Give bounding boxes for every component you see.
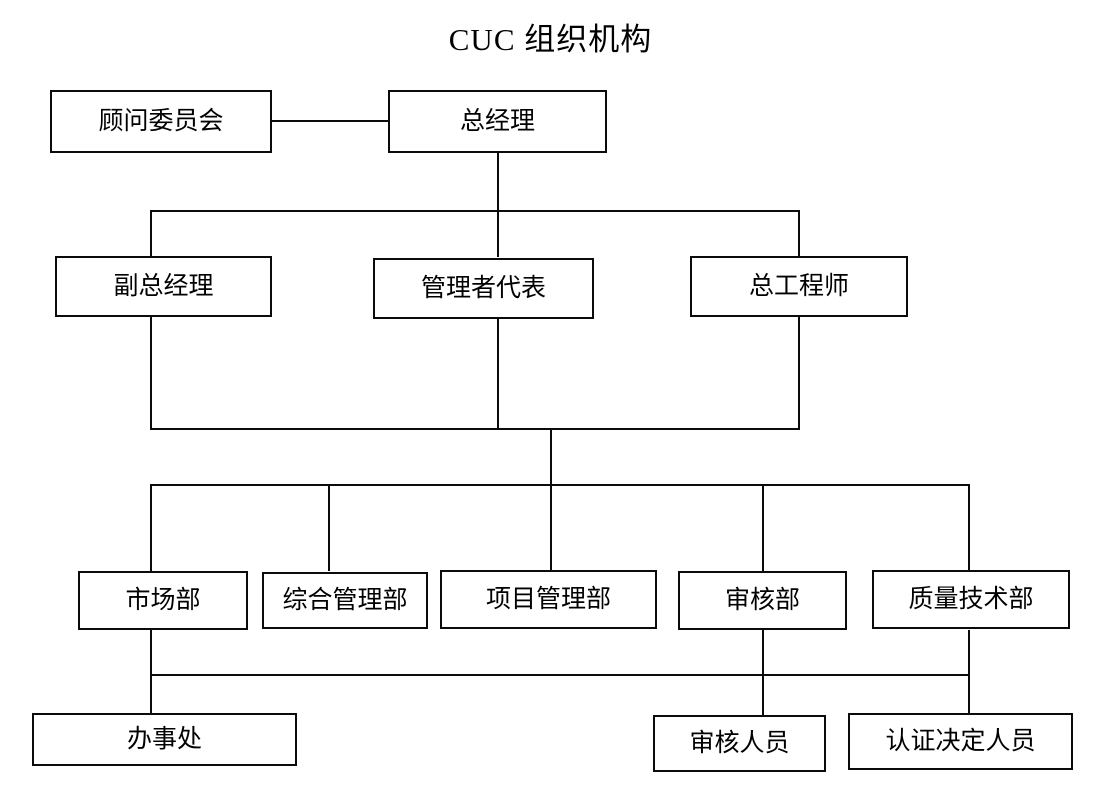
node-general-manager[interactable]: 总经理 — [388, 90, 607, 153]
connector-level2-bus — [150, 210, 800, 212]
connector-bus-to-marketing — [150, 484, 152, 571]
node-project-management-dept-label: 项目管理部 — [485, 586, 611, 613]
connector-department-bus — [150, 484, 968, 486]
page-title: CUC 组织机构 — [448, 22, 653, 57]
node-auditors[interactable]: 审核人员 — [653, 715, 826, 772]
connector-mgmt-rep-down — [497, 316, 499, 430]
node-certification-decision-staff[interactable]: 认证决定人员 — [848, 713, 1073, 770]
connector-audit-down — [762, 630, 764, 715]
connector-level2-merge-bus — [150, 428, 800, 430]
connector-bus-to-deputy-gm — [150, 210, 152, 257]
node-management-representative-label: 管理者代表 — [420, 275, 546, 302]
node-general-admin-dept-label: 综合管理部 — [282, 587, 408, 614]
node-deputy-general-manager[interactable]: 副总经理 — [55, 256, 272, 317]
node-audit-dept[interactable]: 审核部 — [678, 571, 847, 630]
node-general-admin-dept[interactable]: 综合管理部 — [262, 572, 428, 629]
connector-deputy-gm-down — [150, 316, 152, 430]
connector-gm-stem — [497, 152, 499, 212]
node-branch-office[interactable]: 办事处 — [32, 713, 297, 766]
node-marketing-dept[interactable]: 市场部 — [78, 571, 248, 630]
node-chief-engineer[interactable]: 总工程师 — [690, 256, 908, 317]
connector-bus-to-general-admin — [328, 484, 330, 571]
connector-advisory-to-gm — [272, 120, 390, 122]
connector-marketing-down — [150, 630, 152, 715]
node-certification-decision-staff-label: 认证决定人员 — [885, 728, 1036, 755]
connector-bus-to-quality-tech — [968, 484, 970, 571]
connector-chief-engineer-down — [798, 316, 800, 430]
connector-bus-to-chief-engineer — [798, 210, 800, 257]
node-marketing-dept-label: 市场部 — [125, 587, 201, 614]
node-audit-dept-label: 审核部 — [724, 587, 800, 614]
node-auditors-label: 审核人员 — [689, 730, 790, 757]
connector-merge-to-department-stem — [550, 428, 552, 485]
node-advisory-committee[interactable]: 顾问委员会 — [50, 90, 272, 153]
node-quality-tech-dept-label: 质量技术部 — [908, 586, 1034, 613]
node-project-management-dept[interactable]: 项目管理部 — [440, 570, 657, 629]
node-management-representative[interactable]: 管理者代表 — [373, 258, 594, 319]
connector-bus-to-project-management — [550, 484, 552, 571]
connector-bus-to-mgmt-rep — [497, 210, 499, 257]
node-deputy-general-manager-label: 副总经理 — [113, 273, 214, 300]
node-general-manager-label: 总经理 — [459, 108, 535, 135]
node-chief-engineer-label: 总工程师 — [748, 273, 849, 300]
connector-bottom-bus — [150, 674, 968, 676]
node-advisory-committee-label: 顾问委员会 — [98, 108, 224, 135]
node-branch-office-label: 办事处 — [126, 726, 202, 753]
connector-quality-tech-down — [968, 630, 970, 715]
connector-bus-to-audit — [762, 484, 764, 571]
node-quality-tech-dept[interactable]: 质量技术部 — [872, 570, 1070, 629]
